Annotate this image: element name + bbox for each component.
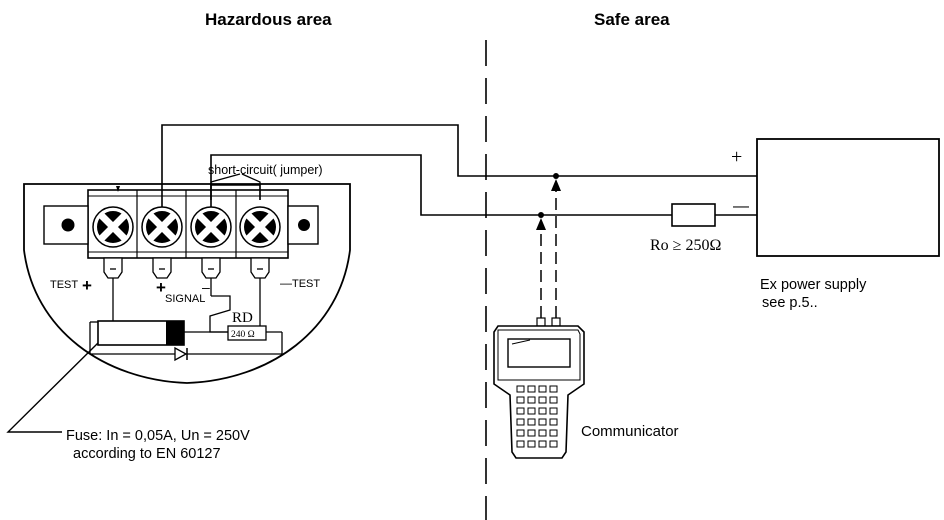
communicator-screen [507, 338, 571, 368]
screw-terminal-2 [141, 206, 183, 248]
keypad [516, 385, 558, 448]
lead-arrow-icon-plus [551, 179, 561, 191]
screw-terminal-1 [92, 206, 134, 248]
signal-minus-sign: – [202, 279, 210, 295]
junction-minus [538, 212, 544, 218]
supply-minus-sign: — [733, 198, 749, 215]
fuse-label-line1: Fuse: In = 0,05A, Un = 250V [66, 428, 250, 444]
transmitter-housing [23, 183, 351, 384]
jumper-label: short-circuit( jumper) [208, 163, 323, 177]
mount-hole-right [298, 219, 310, 231]
test-minus-sign: — [280, 276, 292, 290]
junction-plus [553, 173, 559, 179]
communicator-label: Communicator [581, 423, 679, 440]
terminal-marker-icon [116, 186, 120, 192]
test-label-left: TEST [50, 279, 78, 291]
safe-area-heading: Safe area [594, 10, 670, 29]
signal-plus-sign: + [156, 278, 166, 297]
signal-label: SIGNAL [165, 293, 205, 305]
supply-label-line2: see p.5.. [762, 295, 818, 311]
test-label-right: TEST [292, 278, 320, 290]
communicator-device [493, 317, 585, 459]
fuse-leader-line [6, 342, 99, 433]
hazardous-area-heading: Hazardous area [205, 10, 332, 29]
supply-label-line1: Ex power supply [760, 277, 867, 293]
fuse-element [97, 320, 185, 346]
ro-label: Ro ≥ 250Ω [650, 237, 721, 254]
rd-value: 240 Ω [231, 330, 255, 340]
power-supply-box [756, 138, 940, 257]
communicator-leads [540, 190, 557, 318]
screw-terminal-4 [239, 206, 281, 248]
fuse-label-line2: according to EN 60127 [73, 446, 221, 462]
ro-resistor [671, 203, 716, 227]
screw-terminal-3 [190, 206, 232, 248]
mount-hole-left [61, 218, 75, 232]
test-plus-sign: + [82, 276, 92, 295]
supply-plus-sign: + [731, 146, 742, 168]
rd-resistor: 240 Ω [227, 325, 267, 341]
terminal-lugs [103, 257, 270, 279]
diode-icon [174, 346, 188, 362]
rd-label: RD [232, 310, 253, 326]
lead-arrow-icon-minus [536, 218, 546, 230]
